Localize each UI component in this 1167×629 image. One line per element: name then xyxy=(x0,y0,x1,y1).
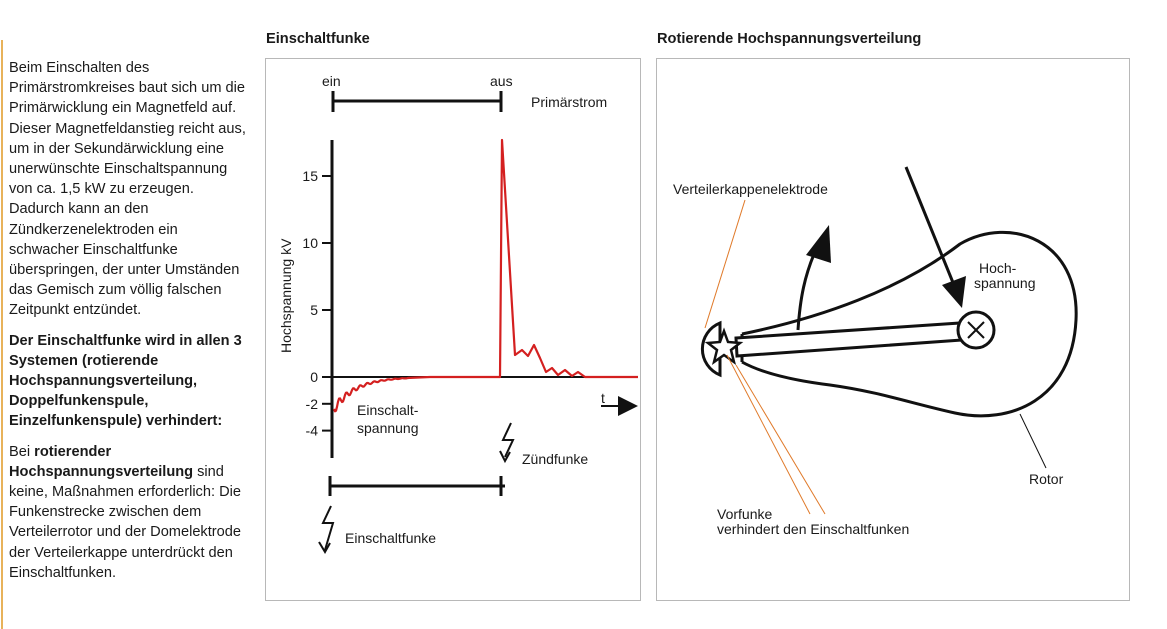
label-aus: aus xyxy=(490,73,513,89)
distributor-diagram: Verteilerkappenelektrode Hoch- spannung … xyxy=(673,166,1078,537)
paragraph-rotating-pre: Bei xyxy=(9,443,35,460)
einschaltfunke-chart: ein aus Primärstrom 15 10 5 0 -2 -4 Hochspann… xyxy=(278,73,638,554)
rotation-arrowhead-icon xyxy=(806,225,831,263)
label-vorfunke-1: Vorfunke xyxy=(717,506,772,522)
label-t: t xyxy=(601,390,605,406)
right-panel-title: Rotierende Hochspannungsverteilung xyxy=(657,31,922,47)
y-axis-label: Hochspannung kV xyxy=(278,238,294,353)
pre-spark-star-icon xyxy=(704,327,744,365)
rotor-hub-cross-2 xyxy=(967,321,985,339)
label-ein: ein xyxy=(322,73,341,89)
high-voltage-arrow xyxy=(904,166,958,291)
y-tick-label: -2 xyxy=(306,396,319,412)
leader-vorfunke-1 xyxy=(726,354,811,515)
y-tick-label: -4 xyxy=(306,423,319,439)
zuendfunke-arrowhead-icon xyxy=(499,450,511,464)
left-panel-frame xyxy=(265,58,641,601)
right-panel-frame xyxy=(656,58,1130,601)
y-tick-label: 15 xyxy=(302,168,318,184)
y-tick-label: 5 xyxy=(310,302,318,318)
paragraph-summary: Der Einschaltfunke wird in allen 3 Syste… xyxy=(9,332,242,430)
einschaltfunke-spark-icon xyxy=(321,505,335,551)
y-tick-label: 10 xyxy=(302,235,318,251)
label-einschaltspannung-2: spannung xyxy=(357,420,419,436)
einschaltfunke-arrowhead-icon xyxy=(318,541,331,554)
paragraph-intro: Beim Einschalten des Primärstromkreises … xyxy=(9,60,246,319)
label-hochspannung-2: spannung xyxy=(974,275,1036,291)
label-rotor: Rotor xyxy=(1029,471,1064,487)
label-zuendfunke: Zündfunke xyxy=(522,451,588,467)
left-accent-rule xyxy=(1,40,3,629)
label-hochspannung-1: Hoch- xyxy=(979,260,1017,276)
explanation-text: Beim Einschalten des Primärstromkreises … xyxy=(9,58,249,593)
leader-rotor xyxy=(1019,413,1047,469)
left-panel-title: Einschaltfunke xyxy=(266,31,370,47)
high-voltage-curve xyxy=(332,138,638,413)
label-einschaltfunke: Einschaltfunke xyxy=(345,530,436,546)
y-tick-label: 0 xyxy=(310,369,318,385)
rotor-outline xyxy=(741,230,1078,418)
paragraph-rotating: Bei rotierender Hochspannungsverteilung … xyxy=(9,442,249,583)
leader-electrode xyxy=(704,199,746,329)
label-einschaltspannung-1: Einschalt- xyxy=(357,402,419,418)
high-voltage-arrowhead-icon xyxy=(942,276,966,308)
y-ticks: 15 10 5 0 -2 -4 xyxy=(302,168,332,439)
paragraph-rotating-post: sind keine, Maßnahmen erforderlich: Die … xyxy=(9,463,241,581)
zuendfunke-spark-icon xyxy=(501,422,515,458)
label-verteilerkappenelektrode: Verteilerkappenelektrode xyxy=(673,181,828,197)
leader-vorfunke-2 xyxy=(735,364,826,515)
label-vorfunke-2: verhindert den Einschaltfunken xyxy=(717,521,909,537)
label-primaerstrom: Primärstrom xyxy=(531,94,607,110)
paragraph-rotating-bold: rotierender Hochspannungsverteilung xyxy=(9,443,194,480)
